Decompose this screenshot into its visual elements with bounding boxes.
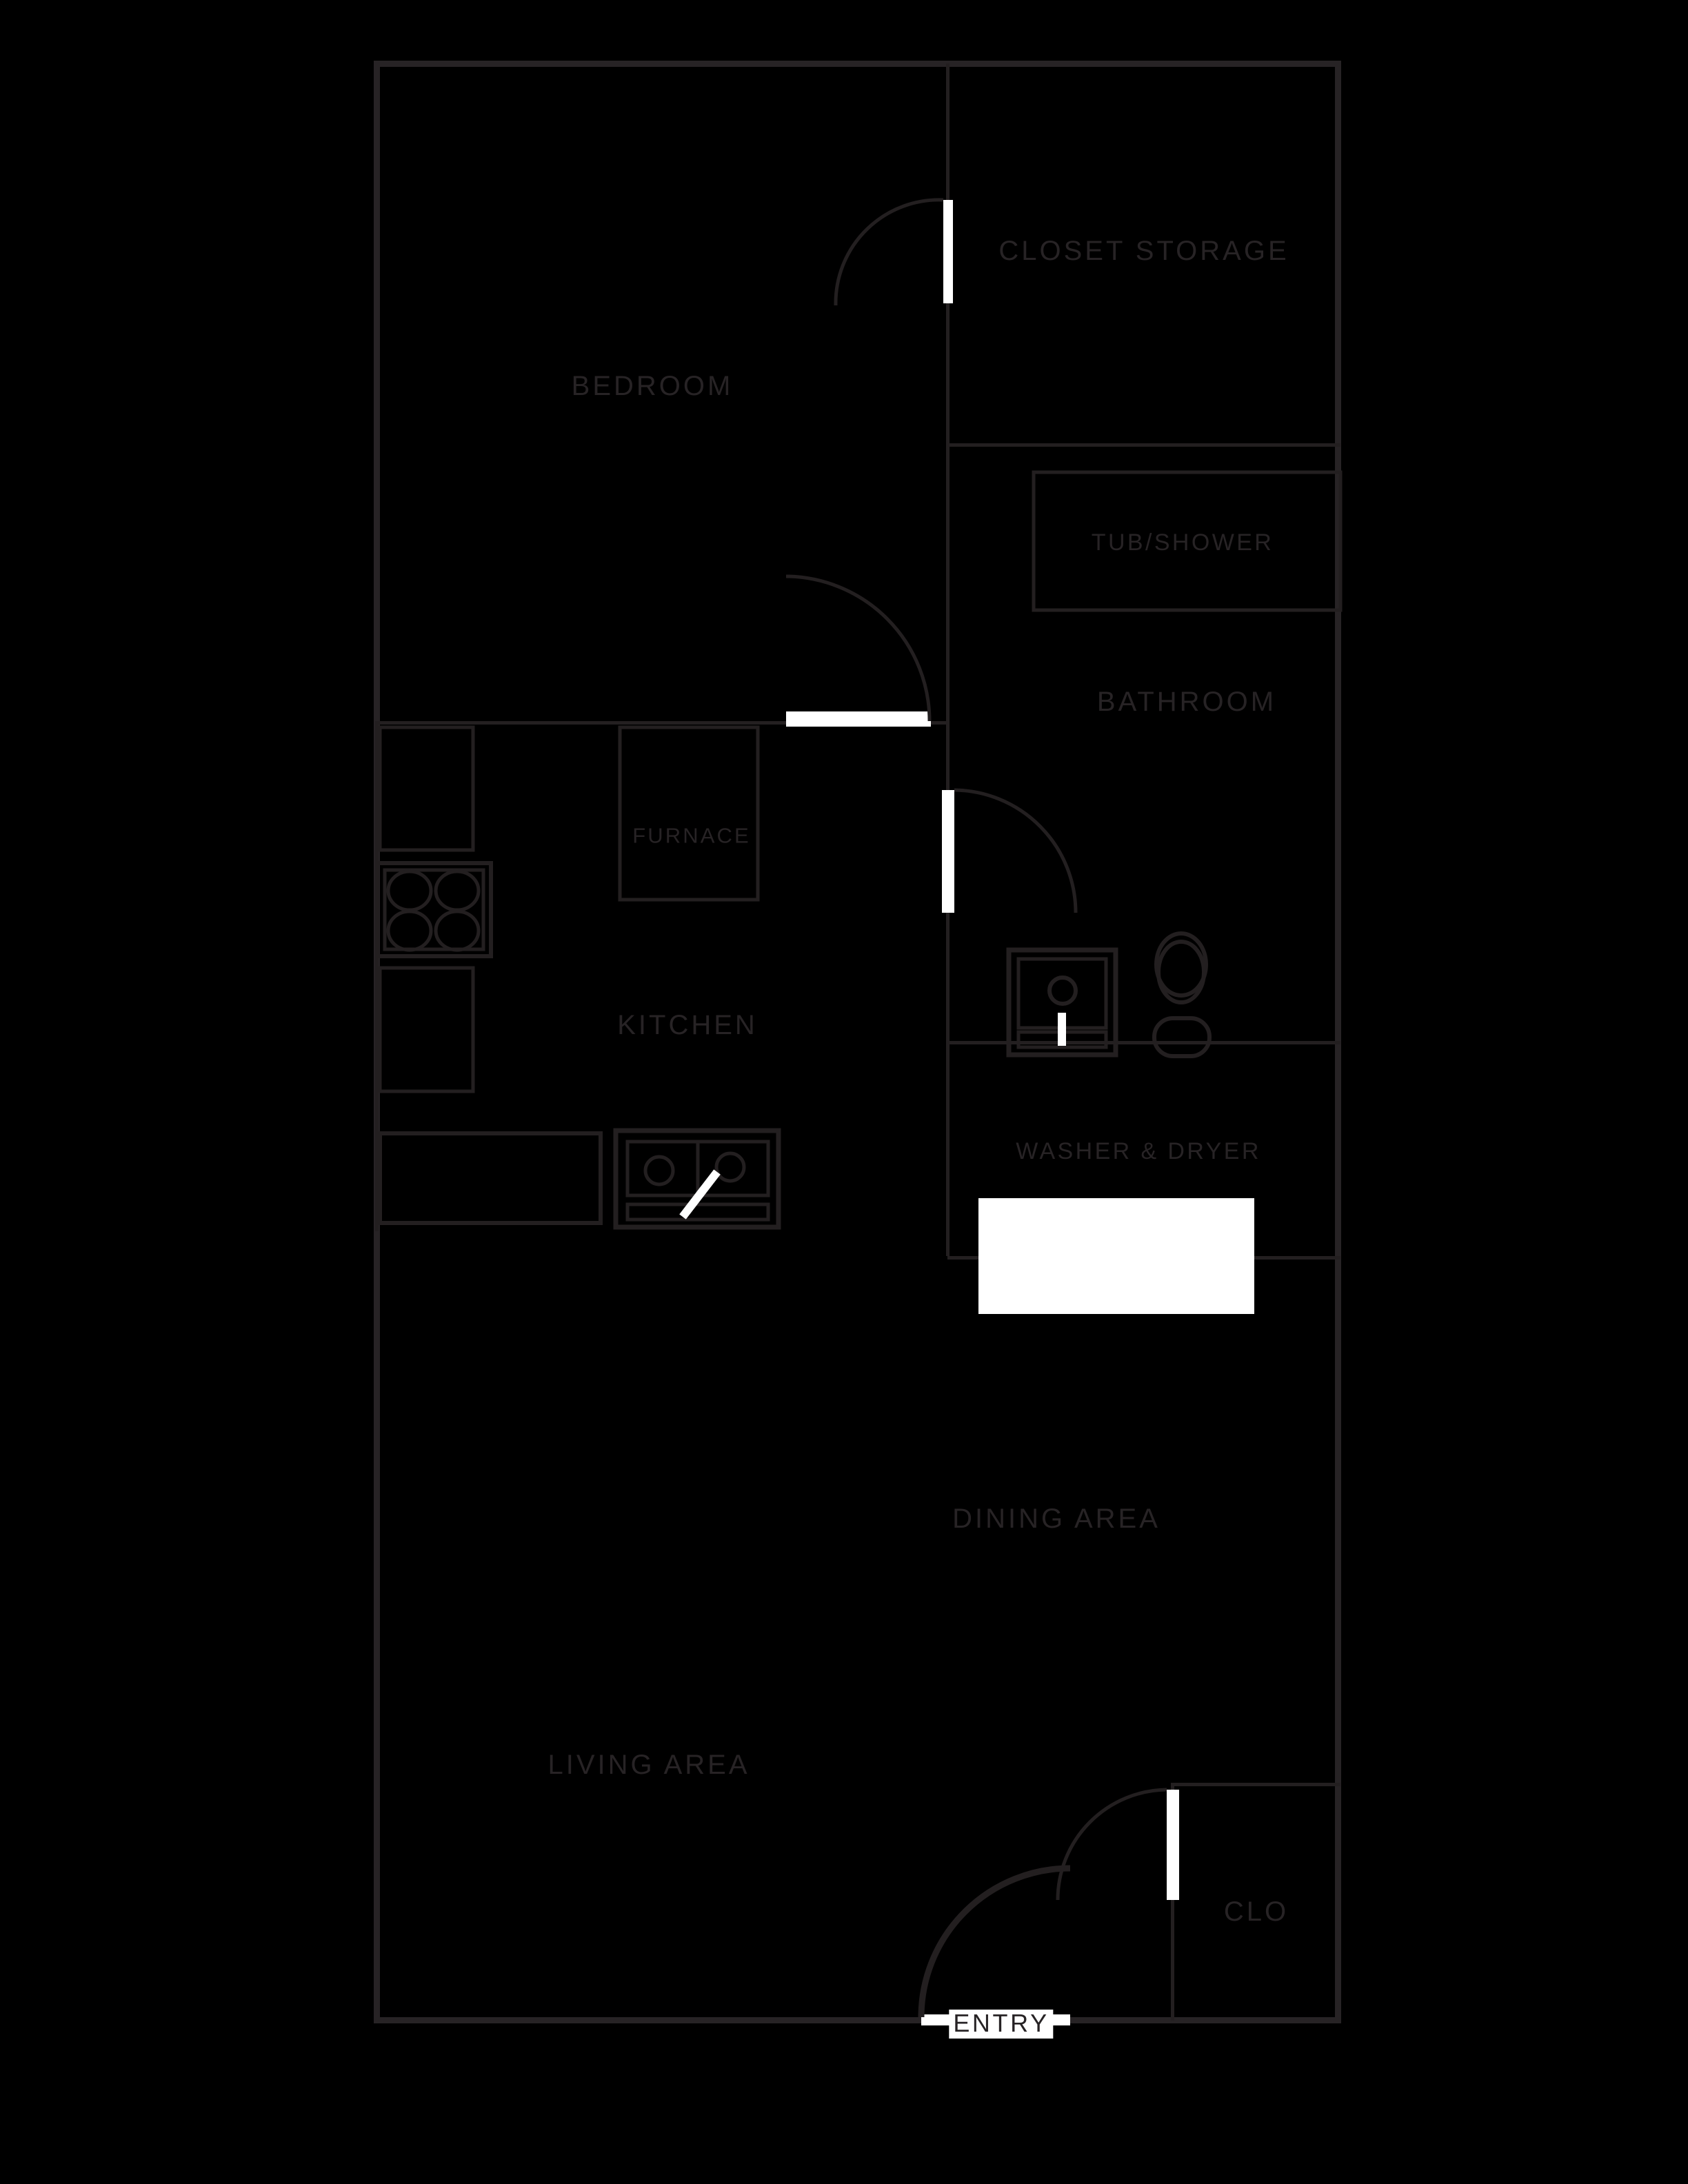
bathroom-vanity-sink bbox=[1006, 947, 1118, 1058]
room-label-bedroom: BEDROOM bbox=[571, 371, 734, 401]
interior-walls bbox=[375, 63, 1340, 2021]
room-label-living-area: LIVING AREA bbox=[547, 1750, 750, 1780]
entry-closet-door bbox=[1056, 1788, 1179, 1901]
bedroom-door bbox=[785, 574, 932, 727]
kitchen-stove bbox=[375, 861, 493, 958]
room-label-kitchen: KITCHEN bbox=[617, 1010, 758, 1040]
bathroom-tub bbox=[1032, 470, 1343, 612]
washer-dryer-unit bbox=[978, 1198, 1254, 1314]
bedroom-closet-door bbox=[834, 198, 953, 306]
kitchen-upper-cabinet bbox=[378, 725, 475, 852]
entry-door bbox=[918, 1865, 1071, 2025]
room-label-entry: ENTRY bbox=[949, 2010, 1054, 2039]
room-label-washer-dryer: WASHER & DRYER bbox=[1016, 1138, 1261, 1164]
room-label-furnace: FURNACE bbox=[632, 823, 751, 848]
furnace-box bbox=[618, 725, 760, 902]
room-label-closet-storage: CLOSET STORAGE bbox=[998, 236, 1289, 266]
kitchen-sink bbox=[613, 1128, 781, 1230]
room-label-tub-shower: TUB/SHOWER bbox=[1091, 529, 1274, 556]
room-label-entry-closet: CLO bbox=[1223, 1897, 1289, 1927]
room-label-bathroom: BATHROOM bbox=[1096, 687, 1277, 717]
bathroom-toilet bbox=[1152, 931, 1212, 1058]
kitchen-counter bbox=[378, 1131, 603, 1225]
bathroom-door bbox=[942, 788, 1078, 913]
room-label-dining-area: DINING AREA bbox=[952, 1504, 1160, 1534]
kitchen-lower-cabinet bbox=[378, 966, 475, 1093]
